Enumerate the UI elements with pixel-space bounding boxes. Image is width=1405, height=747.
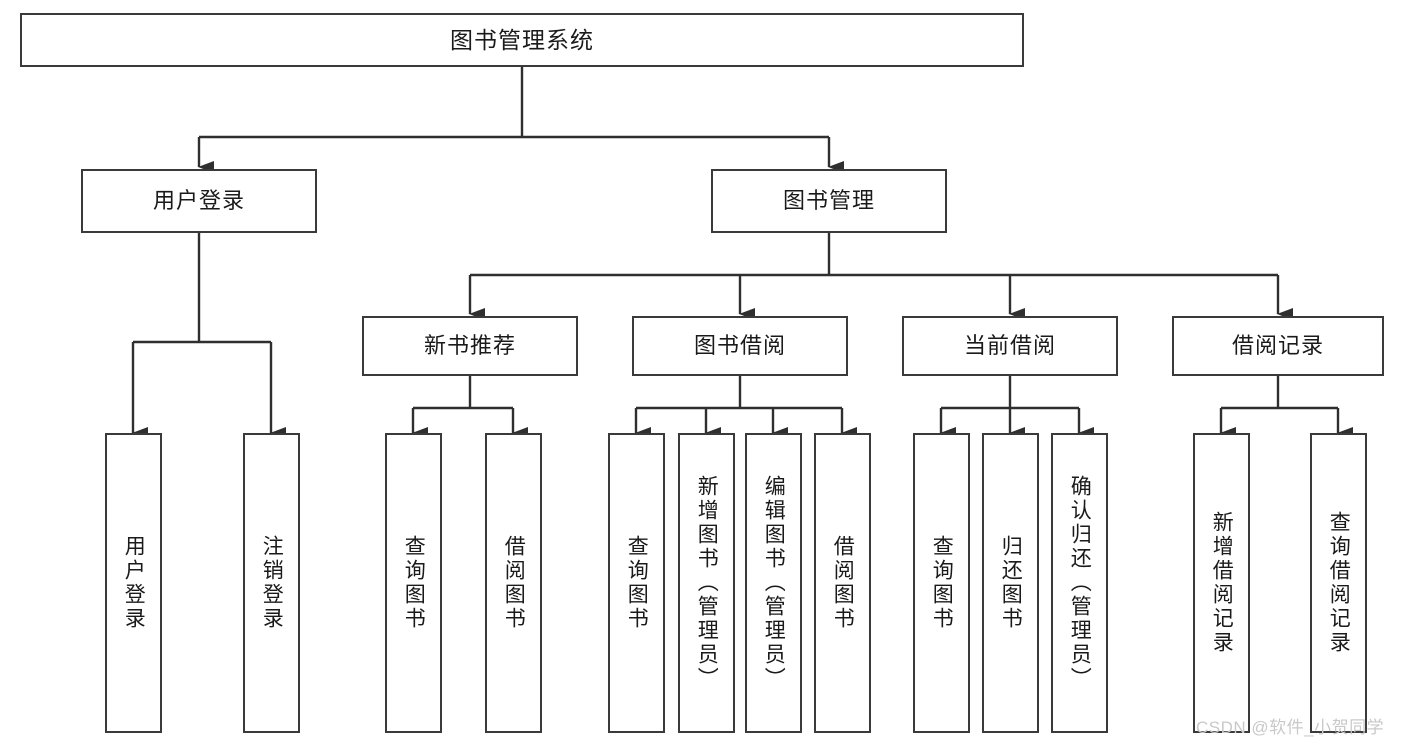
node-leaf-user-login-label: 用户登录: [122, 535, 146, 631]
node-leaf-borrow-book-1-label: 借阅图书: [502, 535, 526, 631]
node-leaf-user-logout[interactable]: 注销登录: [243, 433, 300, 733]
node-leaf-query-book-2[interactable]: 查询图书: [608, 433, 665, 733]
node-leaf-add-book-label: 新增图书（管理员）: [695, 475, 719, 691]
node-leaf-query-record-label: 查询借阅记录: [1327, 511, 1351, 655]
node-leaf-query-book-1-label: 查询图书: [402, 535, 426, 631]
node-book-manage-label: 图书管理: [782, 188, 875, 213]
node-book-borrow-label: 图书借阅: [693, 333, 786, 358]
node-leaf-query-book-3-label: 查询图书: [930, 535, 954, 631]
node-leaf-borrow-book-2-label: 借阅图书: [831, 535, 855, 631]
node-leaf-confirm-return-label: 确认归还（管理员）: [1068, 475, 1092, 691]
node-book-manage[interactable]: 图书管理: [711, 169, 947, 233]
node-current-borrow[interactable]: 当前借阅: [902, 316, 1118, 376]
node-leaf-edit-book-label: 编辑图书（管理员）: [762, 475, 786, 691]
node-leaf-query-record[interactable]: 查询借阅记录: [1310, 433, 1367, 733]
node-leaf-query-book-2-label: 查询图书: [625, 535, 649, 631]
node-leaf-confirm-return[interactable]: 确认归还（管理员）: [1051, 433, 1108, 733]
node-borrow-record[interactable]: 借阅记录: [1172, 316, 1384, 376]
node-leaf-user-logout-label: 注销登录: [260, 535, 284, 631]
node-root[interactable]: 图书管理系统: [20, 13, 1024, 67]
node-leaf-return-book[interactable]: 归还图书: [982, 433, 1039, 733]
node-borrow-record-label: 借阅记录: [1231, 333, 1324, 358]
node-new-book-recommend-label: 新书推荐: [423, 333, 516, 358]
node-new-book-recommend[interactable]: 新书推荐: [362, 316, 578, 376]
node-book-borrow[interactable]: 图书借阅: [632, 316, 848, 376]
node-leaf-add-record[interactable]: 新增借阅记录: [1193, 433, 1250, 733]
node-user-login[interactable]: 用户登录: [81, 169, 317, 233]
node-current-borrow-label: 当前借阅: [963, 333, 1056, 358]
node-leaf-add-book[interactable]: 新增图书（管理员）: [678, 433, 735, 733]
node-user-login-label: 用户登录: [152, 188, 245, 213]
node-leaf-borrow-book-2[interactable]: 借阅图书: [814, 433, 871, 733]
node-leaf-user-login[interactable]: 用户登录: [105, 433, 162, 733]
node-leaf-borrow-book-1[interactable]: 借阅图书: [485, 433, 542, 733]
node-root-label: 图书管理系统: [450, 26, 594, 53]
node-leaf-query-book-3[interactable]: 查询图书: [913, 433, 970, 733]
node-leaf-add-record-label: 新增借阅记录: [1210, 511, 1234, 655]
csdn-watermark: CSDN @软件_小贺同学: [1196, 718, 1385, 737]
node-leaf-return-book-label: 归还图书: [999, 535, 1023, 631]
node-leaf-edit-book[interactable]: 编辑图书（管理员）: [745, 433, 802, 733]
node-leaf-query-book-1[interactable]: 查询图书: [385, 433, 442, 733]
